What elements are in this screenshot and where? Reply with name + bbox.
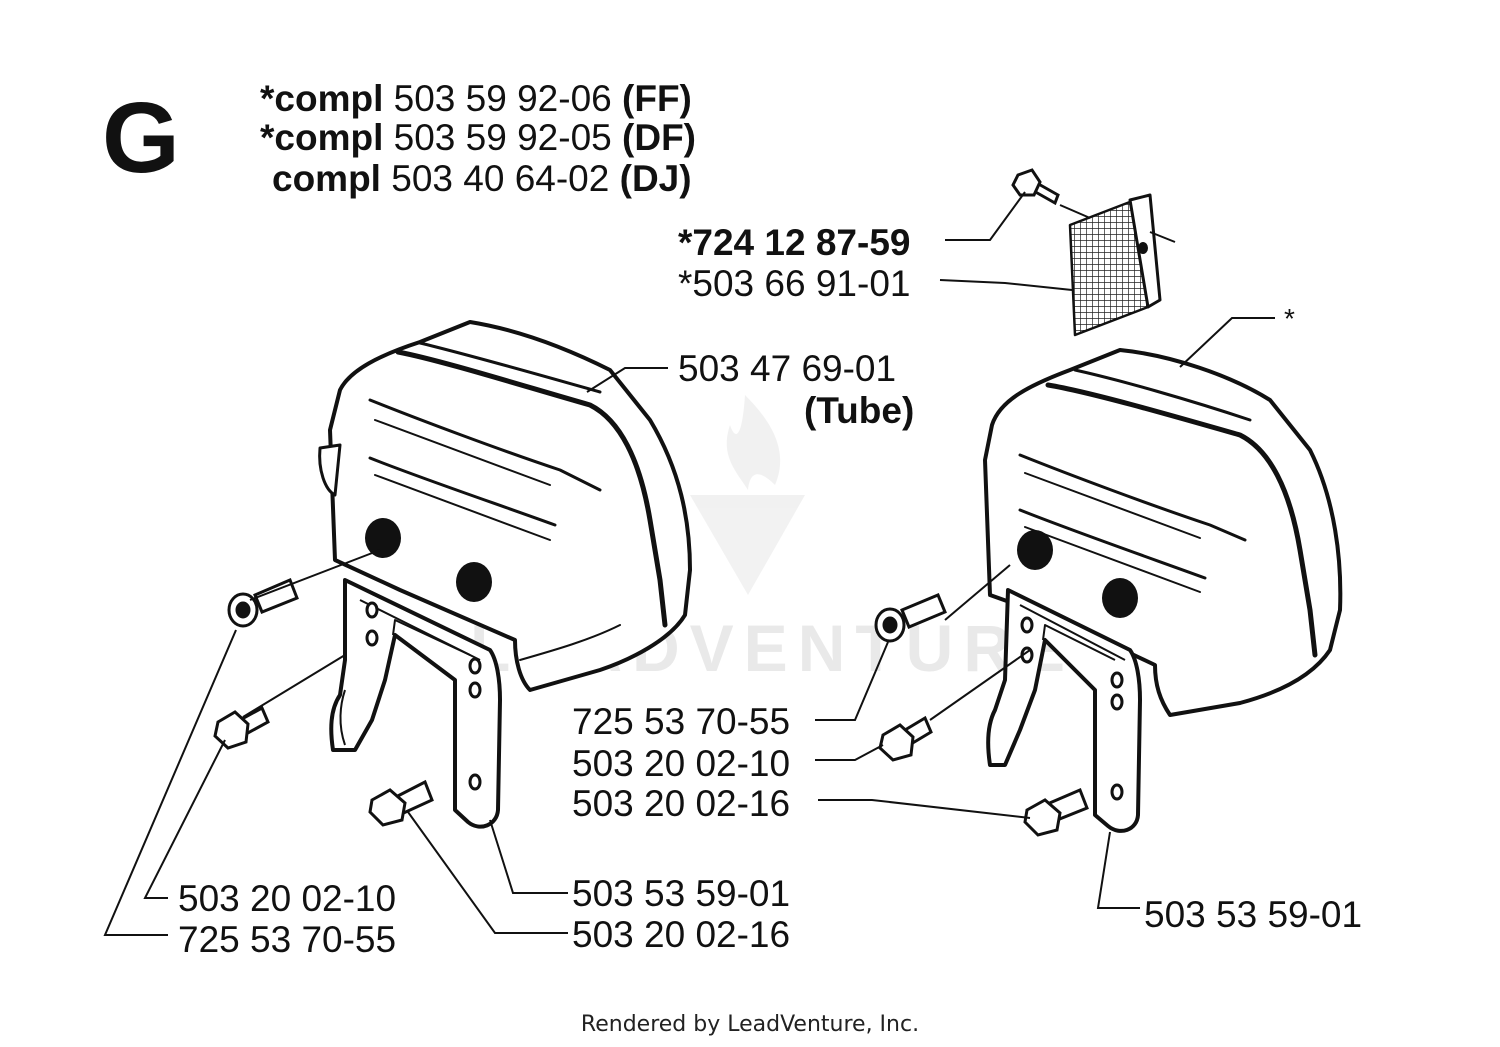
header-variant: (DJ) [619, 158, 692, 199]
screen-screw [1011, 168, 1060, 206]
header-part: 503 59 92-06 [393, 78, 612, 119]
header-prefix: * [260, 78, 275, 119]
bolt-right-hex [878, 715, 933, 762]
header-part: 503 59 92-05 [393, 117, 612, 158]
section-letter: G [102, 82, 180, 194]
callout-mid-bolt-c: 503 20 02-16 [572, 783, 791, 824]
header-variant: (FF) [622, 78, 692, 119]
callout-screen-kit: *724 12 87-59 [678, 222, 911, 263]
header-line-2: *compl 503 59 92-05 (DF) [260, 119, 696, 156]
header-line-3: compl 503 40 64-02 (DJ) [272, 160, 692, 197]
callout-mid-bolt-a: 725 53 70-55 [572, 701, 791, 742]
header-part: 503 40 64-02 [391, 158, 610, 199]
bolt-left-flange [368, 779, 434, 827]
header-keyword: compl [272, 158, 381, 199]
header-line-1: *compl 503 59 92-06 (FF) [260, 80, 692, 117]
header-variant: (DF) [622, 117, 696, 158]
header-keyword: compl [274, 117, 384, 158]
watermark-logo [690, 395, 805, 595]
callout-bolt-left-a: 725 53 70-55 [178, 919, 397, 960]
callout-muffler-left-note: (Tube) [804, 390, 915, 431]
callout-muffler-right-mark: * [1284, 303, 1295, 334]
callout-muffler-left: 503 47 69-01 [678, 348, 897, 389]
header-prefix: * [260, 117, 275, 158]
muffler-left [318, 320, 692, 692]
callout-bolt-left-b: 503 20 02-10 [178, 878, 397, 919]
callout-bracket-left: 503 53 59-01 [572, 873, 791, 914]
screen-assembly [1068, 193, 1176, 337]
callout-bolt-left-c: 503 20 02-16 [572, 914, 791, 955]
bracket-left [329, 578, 502, 829]
header-keyword: compl [274, 78, 384, 119]
bolt-right-socket [874, 593, 947, 643]
footer-credit: Rendered by LeadVenture, Inc. [580, 1012, 920, 1037]
bolt-right-flange [1023, 788, 1089, 837]
leader-lines [103, 191, 1275, 936]
bolt-left-hex [213, 705, 270, 750]
callout-mid-bolt-b: 503 20 02-10 [572, 743, 791, 784]
bolt-left-socket [227, 578, 299, 628]
bracket-right [986, 588, 1142, 833]
callout-screen: *503 66 91-01 [678, 263, 911, 304]
callout-bracket-right: 503 53 59-01 [1144, 894, 1363, 935]
